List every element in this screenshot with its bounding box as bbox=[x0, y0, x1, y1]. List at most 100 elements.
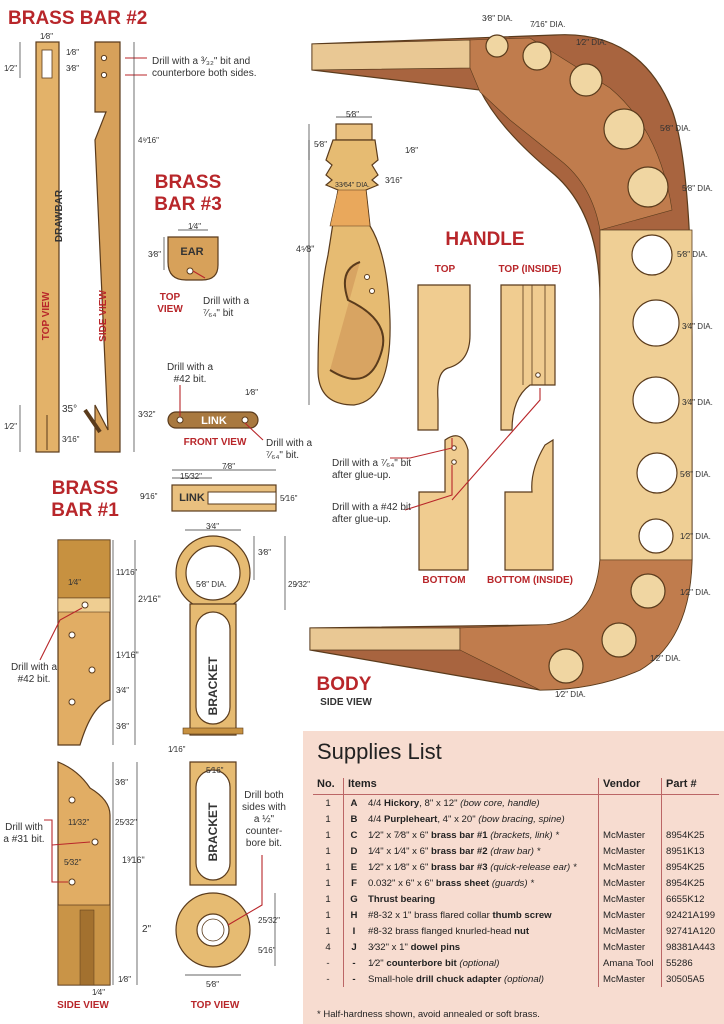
handle-top-inside bbox=[500, 284, 556, 431]
dim-b1l-5: 1³⁄16" bbox=[122, 855, 145, 865]
dim-br-1: 3⁄4" bbox=[206, 522, 220, 531]
row-part: 8951K13 bbox=[661, 843, 720, 859]
dim-b1l-6: 2" bbox=[142, 924, 152, 935]
body-subtitle: SIDE VIEW bbox=[320, 697, 372, 708]
side-view-label: SIDE VIEW bbox=[98, 290, 109, 342]
row-no: 1 bbox=[325, 813, 331, 825]
dim-b1u-1: 1⁄4" bbox=[68, 578, 82, 587]
row-part: 98381A443 bbox=[661, 939, 720, 955]
link-top-label: LINK bbox=[179, 492, 205, 504]
row-vendor bbox=[598, 794, 662, 811]
row-part bbox=[661, 794, 720, 811]
row-letter: A bbox=[343, 794, 364, 811]
dim-br-9: 5⁄8" bbox=[206, 980, 220, 989]
bracket-drill-note: Drill both sides with a ½" counter- bore… bbox=[242, 790, 286, 849]
row-part: 30505A5 bbox=[661, 971, 720, 987]
bracket-label-1: BRACKET bbox=[206, 656, 220, 716]
bar1-drill-42-note: Drill with a #42 bit. bbox=[10, 662, 58, 685]
drawbar-side-view bbox=[94, 41, 121, 453]
row-letter: H bbox=[343, 907, 364, 923]
dim-b1l-8: 1⁄8" bbox=[118, 975, 132, 984]
col-part: Part # bbox=[661, 778, 720, 795]
dim-b2-7: 35° bbox=[62, 404, 78, 415]
dim-b1u-6: 3⁄8" bbox=[116, 722, 130, 731]
dim-b2-8: 3⁄16" bbox=[62, 435, 80, 444]
dim-link-3: 7⁄8" bbox=[222, 462, 236, 471]
handle-title: HANDLE bbox=[445, 229, 525, 250]
dim-br-8: 5⁄16" bbox=[258, 946, 276, 955]
brass-bar-2-drill-note: Drill with a ³⁄₃₂" bit and counterbore b… bbox=[152, 56, 257, 79]
brass-bar-3-title-2: BAR #3 bbox=[154, 194, 222, 215]
row-vendor bbox=[598, 811, 662, 827]
dim-br-5: 1⁄16" bbox=[168, 745, 186, 754]
bracket-label-2: BRACKET bbox=[206, 802, 220, 862]
dim-link-1: 3⁄32" bbox=[138, 410, 156, 419]
bar3-top-view-label: TOP VIEW bbox=[157, 292, 183, 315]
row-no: 1 bbox=[325, 861, 331, 873]
row-no: 1 bbox=[325, 925, 331, 937]
row-part: 55286 bbox=[661, 955, 720, 971]
row-no: 1 bbox=[325, 829, 331, 841]
row-letter: I bbox=[343, 923, 364, 939]
body-dot-8: 3⁄4" DIA. bbox=[682, 398, 713, 407]
link-label: LINK bbox=[201, 415, 227, 427]
handle-bottom-inside bbox=[504, 438, 554, 571]
dim-b2-4: 3⁄8" bbox=[66, 64, 80, 73]
row-letter: F bbox=[343, 875, 364, 891]
dim-link-5: 9⁄16" bbox=[140, 492, 158, 501]
row-no: 4 bbox=[325, 941, 331, 953]
dim-br-7: 25⁄32" bbox=[258, 916, 280, 925]
row-no: 1 bbox=[325, 909, 331, 921]
row-letter: - bbox=[343, 955, 364, 971]
row-no: 1 bbox=[325, 893, 331, 905]
dim-link-4: 15⁄32" bbox=[180, 472, 202, 481]
dim-b1l-2: 11⁄32" bbox=[68, 818, 90, 827]
supplies-row: --1⁄2" counterbore bit (optional)Amana T… bbox=[313, 955, 720, 971]
row-item: Small-hole drill chuck adapter (optional… bbox=[368, 973, 544, 985]
dim-h-6: 4⁵⁄8" bbox=[296, 244, 315, 254]
handle-drawing bbox=[308, 116, 556, 571]
row-item: 1⁄4" x 1⁄4" x 6" brass bar #2 (draw bar)… bbox=[368, 845, 541, 857]
body-dot-2: 7⁄16" DIA. bbox=[530, 20, 566, 29]
body-dot-13: 1⁄2" DIA. bbox=[555, 690, 586, 699]
row-vendor: McMaster bbox=[598, 875, 662, 891]
row-no: - bbox=[326, 957, 330, 969]
dim-b1l-3: 25⁄32" bbox=[115, 818, 137, 827]
drawbar-label: DRAWBAR bbox=[54, 189, 65, 243]
row-vendor: McMaster bbox=[598, 859, 662, 875]
row-vendor: McMaster bbox=[598, 843, 662, 859]
body-dot-12: 1⁄2" DIA. bbox=[650, 654, 681, 663]
body-dot-11: 1⁄2" DIA. bbox=[680, 588, 711, 597]
row-item: Thrust bearing bbox=[368, 893, 436, 905]
dim-h-2: 5⁄8" bbox=[314, 140, 328, 149]
handle-top-inside-label: TOP (INSIDE) bbox=[498, 264, 562, 275]
row-no: 1 bbox=[325, 845, 331, 857]
ear-top-view bbox=[167, 236, 219, 281]
dim-h-3: 1⁄8" bbox=[405, 146, 419, 155]
dim-br-4: 5⁄8" DIA. bbox=[196, 580, 227, 589]
body-dot-4: 5⁄8" DIA. bbox=[660, 124, 691, 133]
dim-link-6: 5⁄16" bbox=[280, 494, 298, 503]
row-item: 4/4 Hickory, 8" x 12" (bow core, handle) bbox=[368, 797, 540, 809]
handle-top-label: TOP bbox=[434, 264, 456, 275]
row-item: 4/4 Purpleheart, 4" x 20" (bow bracing, … bbox=[368, 813, 565, 825]
row-item: 1⁄2" x 7⁄8" x 6" brass bar #1 (brackets,… bbox=[368, 829, 560, 841]
bar1-top-view-label: TOP VIEW bbox=[190, 1000, 240, 1011]
brass-bar-3-drawing bbox=[163, 229, 277, 512]
row-letter: - bbox=[343, 971, 364, 987]
body-dot-7: 3⁄4" DIA. bbox=[682, 322, 713, 331]
row-part: 92421A199 bbox=[661, 907, 720, 923]
row-no: - bbox=[326, 973, 330, 985]
dim-b1l-1: 3⁄8" bbox=[115, 778, 129, 787]
dim-b1u-2: 11⁄16" bbox=[116, 568, 138, 577]
